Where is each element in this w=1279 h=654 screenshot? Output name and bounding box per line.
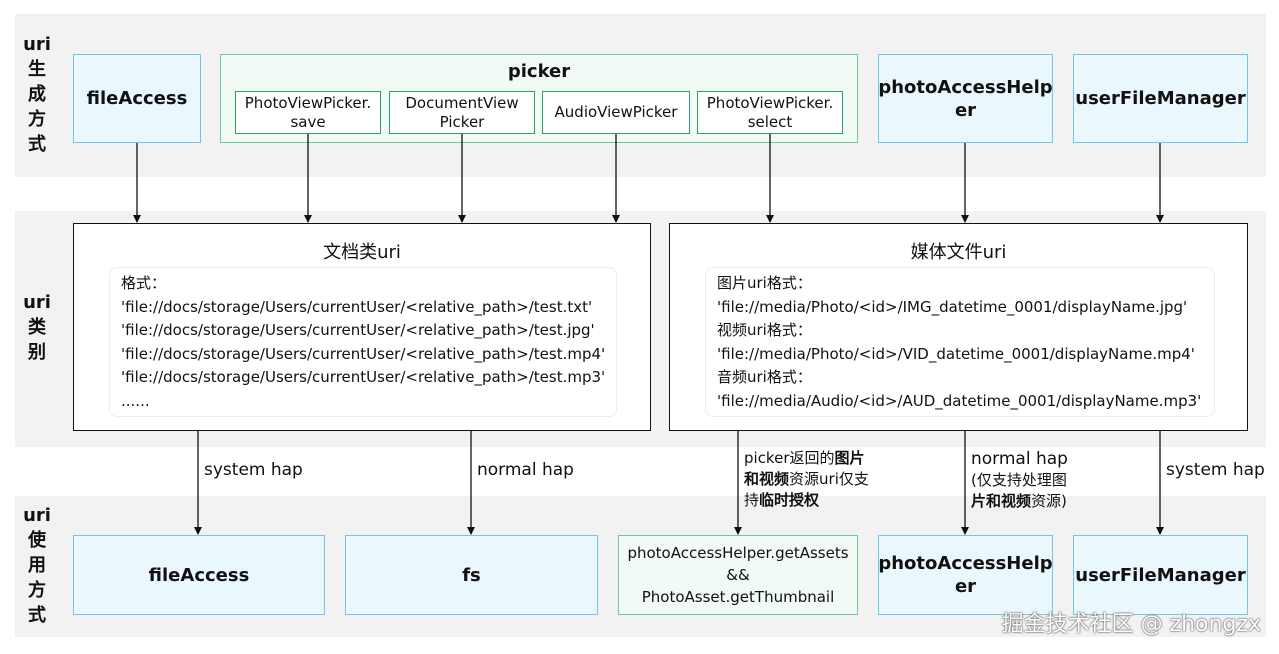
bottom-fileaccess-node: fileAccess	[73, 535, 325, 615]
row-label-generation: uri 生 成 方 式	[23, 34, 51, 155]
picker-title: picker	[507, 61, 571, 82]
edge-label-picker-note: picker返回的图片 和视频资源uri仅支 持临时授权	[744, 449, 869, 509]
bottom-getassets-node: photoAccessHelper.getAssets && PhotoAsse…	[618, 535, 858, 615]
top-userfilemanager-node: userFileManager	[1073, 54, 1248, 143]
row-label-category: uri 类 别	[23, 292, 51, 363]
top-photoaccesshelper-node: photoAccessHelp er	[878, 54, 1053, 143]
document-uri-box: 文档类uri 格式： 'file://docs/storage/Users/cu…	[73, 223, 651, 431]
top-fileaccess-node: fileAccess	[73, 54, 201, 143]
bottom-fs-node: fs	[345, 535, 598, 615]
media-uri-title: 媒体文件uri	[910, 242, 1007, 263]
audioviewpicker-node: AudioViewPicker	[542, 91, 690, 134]
bottom-photoaccesshelper-node: photoAccessHelp er	[878, 535, 1053, 615]
edge-label-system-hap-2: system hap	[1166, 460, 1265, 480]
edge-label-normal-hap-note: normal hap (仅支持处理图 片和视频资源)	[971, 449, 1068, 510]
document-uri-formats: 格式： 'file://docs/storage/Users/currentUs…	[109, 267, 617, 417]
media-uri-formats: 图片uri格式： 'file://media/Photo/<id>/IMG_da…	[705, 267, 1215, 417]
bottom-userfilemanager-node: userFileManager	[1073, 535, 1248, 615]
row-label-usage: uri 使 用 方 式	[23, 505, 51, 626]
documentviewpicker-node: DocumentView Picker	[389, 91, 535, 134]
photoviewpicker-select-node: PhotoViewPicker. select	[697, 91, 843, 134]
document-uri-title: 文档类uri	[323, 242, 401, 263]
edge-label-normal-hap: normal hap	[477, 460, 574, 480]
edge-label-system-hap: system hap	[204, 460, 303, 480]
watermark: 掘金技术社区 @ zhongzx	[1001, 612, 1261, 637]
photoviewpicker-save-node: PhotoViewPicker. save	[235, 91, 381, 134]
media-uri-box: 媒体文件uri 图片uri格式： 'file://media/Photo/<id…	[669, 223, 1248, 431]
